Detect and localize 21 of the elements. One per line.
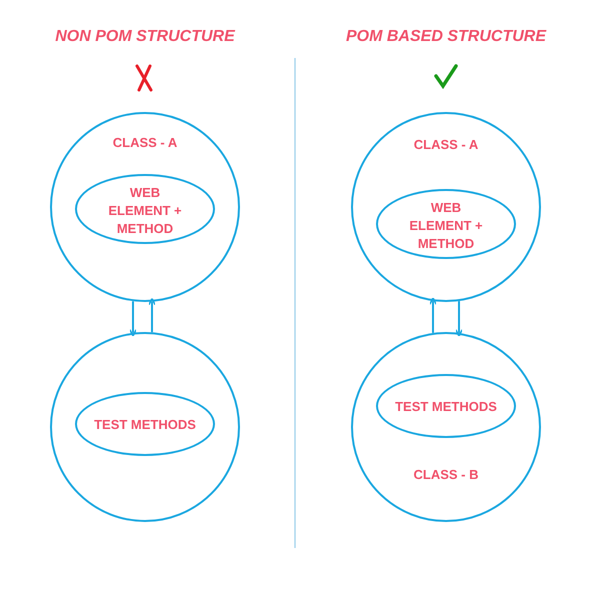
ellipse-node	[376, 189, 516, 259]
class-circle	[50, 112, 240, 302]
ellipse-node	[75, 392, 215, 456]
class-label: CLASS - A	[112, 134, 178, 152]
ellipse-node	[75, 174, 215, 244]
node-label: TEST METHODS	[394, 398, 498, 416]
arrow	[429, 297, 437, 333]
class-circle	[351, 112, 541, 302]
panel-heading: NON POM STRUCTURE	[54, 28, 236, 46]
node-label: TEST METHODS	[93, 416, 197, 434]
class-circle	[50, 332, 240, 522]
node-label: WEB ELEMENT + METHOD	[408, 199, 484, 253]
ellipse-node	[376, 374, 516, 438]
arrow	[455, 301, 463, 337]
arrow	[129, 301, 137, 337]
node-label: WEB ELEMENT + METHOD	[107, 184, 183, 238]
arrow	[148, 298, 156, 332]
panel-heading: POM BASED STRUCTURE	[344, 28, 548, 46]
class-circle	[351, 332, 541, 522]
class-label: CLASS - B	[412, 466, 480, 484]
class-label: CLASS - A	[412, 136, 480, 154]
